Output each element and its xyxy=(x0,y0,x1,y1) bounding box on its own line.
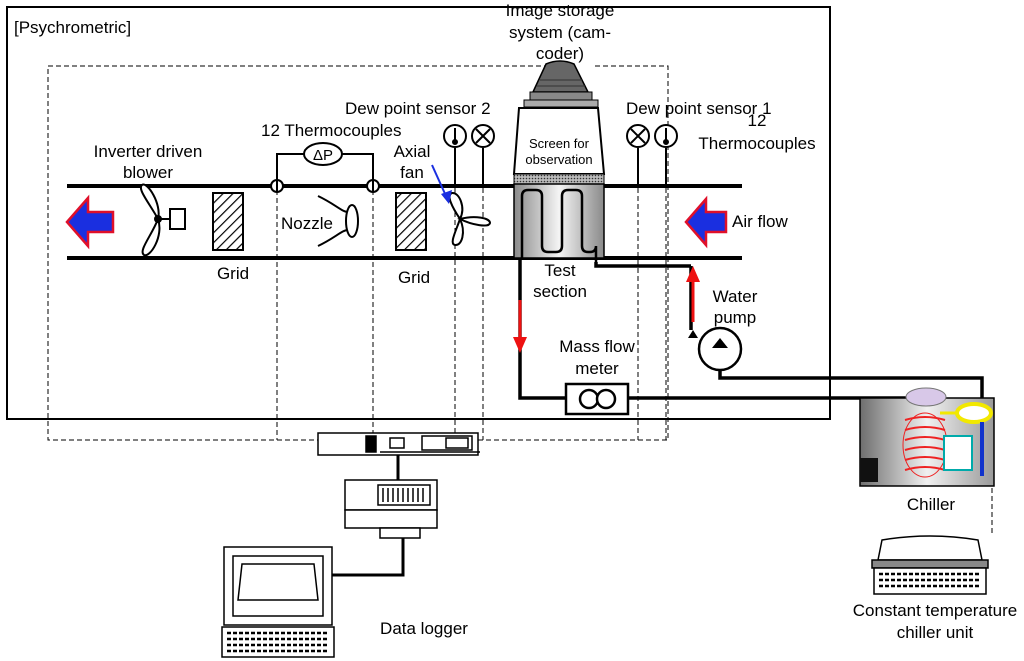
dew-point-sensor-1-icons xyxy=(626,124,678,186)
nozzle-label: Nozzle xyxy=(281,214,333,233)
axial-fan-label-line2: fan xyxy=(400,163,424,182)
blower-label-line1: Inverter driven xyxy=(94,142,203,161)
test-section xyxy=(513,183,605,264)
grid-left-label: Grid xyxy=(217,264,249,283)
computer-icon xyxy=(221,546,335,658)
screen-label-line2: observation xyxy=(525,152,592,167)
data-logger-label: Data logger xyxy=(380,619,468,638)
inlet-air-flow-arrow xyxy=(684,195,728,249)
mass-flow-meter-label-line2: meter xyxy=(575,359,619,378)
dew-point-sensor-2-icons xyxy=(443,124,495,186)
frame-title: [Psychrometric] xyxy=(14,18,131,37)
axial-fan-label-line1: Axial xyxy=(394,142,431,161)
air-duct xyxy=(67,184,742,260)
axial-fan-pointer-arrow xyxy=(431,164,452,204)
signal-wiring xyxy=(47,65,993,536)
nozzle-icon xyxy=(317,195,359,247)
data-logger-unit-icon xyxy=(317,432,480,456)
thermocouples-right-label: Thermocouples xyxy=(698,134,815,153)
mass-flow-meter-icon xyxy=(564,382,630,416)
camera-label-line3: coder) xyxy=(536,44,584,63)
water-piping xyxy=(518,258,984,400)
thermocouples-right-number: 12 xyxy=(748,111,767,130)
water-flow-arrows xyxy=(513,266,700,353)
water-pump-label-line1: Water xyxy=(713,287,758,306)
water-pump-icon xyxy=(688,326,743,372)
blower-label-line2: blower xyxy=(123,163,173,182)
test-section-label-line1: Test xyxy=(544,261,575,280)
constant-temperature-chiller-unit-icon xyxy=(871,535,989,595)
logger-cables xyxy=(326,455,405,577)
water-pump-label-line2: pump xyxy=(714,308,757,327)
delta-p-label: ΔP xyxy=(313,147,333,164)
camera-label-line2: system (cam- xyxy=(509,23,611,42)
blower-icon xyxy=(139,183,186,257)
constant-chiller-label-line2: chiller unit xyxy=(897,623,974,642)
psychrometric-frame xyxy=(6,6,831,420)
printer-icon xyxy=(344,479,438,539)
grid-right-label: Grid xyxy=(398,268,430,287)
grid-left-icon xyxy=(212,192,244,251)
constant-chiller-label-line1: Constant temperature xyxy=(853,601,1017,620)
chiller-label: Chiller xyxy=(907,495,956,514)
camera-label-line1: Image storage xyxy=(506,1,615,20)
chiller-icon xyxy=(859,387,995,487)
air-flow-label: Air flow xyxy=(732,212,788,231)
camcorder-icon xyxy=(523,60,599,108)
pressure-gauge-icon xyxy=(270,142,380,193)
test-section-label-line2: section xyxy=(533,282,587,301)
thermocouples-left-label: 12 Thermocouples xyxy=(261,121,402,140)
dew-point-sensor-1-label: Dew point sensor 1 xyxy=(626,99,772,118)
grid-right-icon xyxy=(395,192,427,251)
outlet-flow-arrow xyxy=(65,194,115,250)
axial-fan-icon xyxy=(448,192,492,246)
screen-label-line1: Screen for xyxy=(529,136,590,151)
mass-flow-meter-label-line1: Mass flow xyxy=(559,337,635,356)
dew-point-sensor-2-label: Dew point sensor 2 xyxy=(345,99,491,118)
